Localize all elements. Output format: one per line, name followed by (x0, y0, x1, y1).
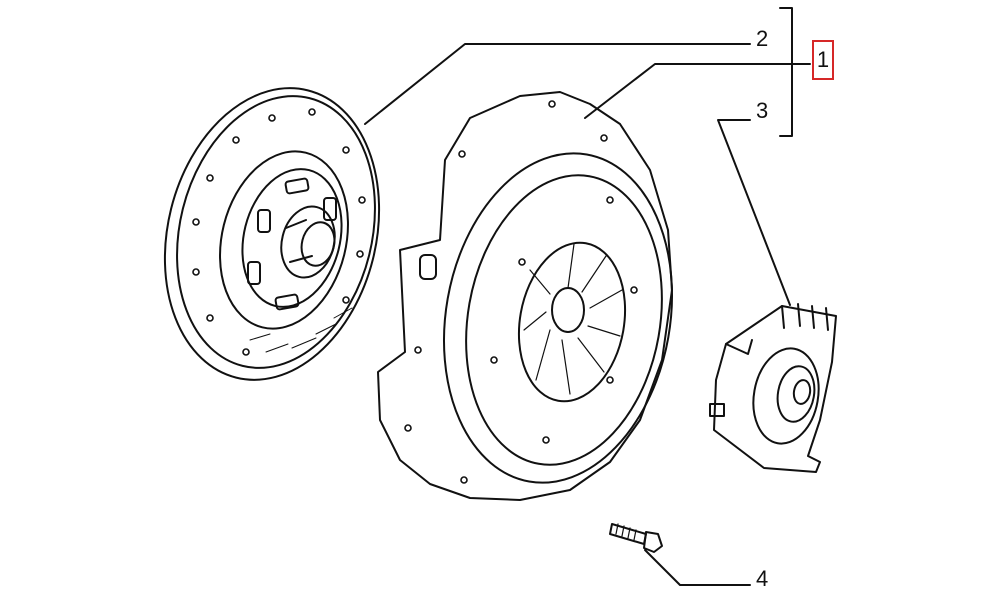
pressure-plate (377, 91, 674, 501)
leader-line-2 (364, 43, 751, 125)
leader-lines (364, 7, 811, 586)
callout-label-2: 2 (756, 26, 769, 51)
release-bearing (709, 303, 837, 473)
clutch-disc (163, 87, 381, 381)
leader-line-1 (584, 63, 811, 119)
group-bracket (779, 7, 793, 137)
bolt (609, 523, 663, 553)
callout-label-1-highlighted: 1 (812, 40, 834, 80)
leader-line-4 (644, 549, 751, 586)
leader-line-3 (717, 119, 791, 306)
callout-label-4: 4 (756, 566, 769, 591)
callout-label-3: 3 (756, 98, 769, 123)
